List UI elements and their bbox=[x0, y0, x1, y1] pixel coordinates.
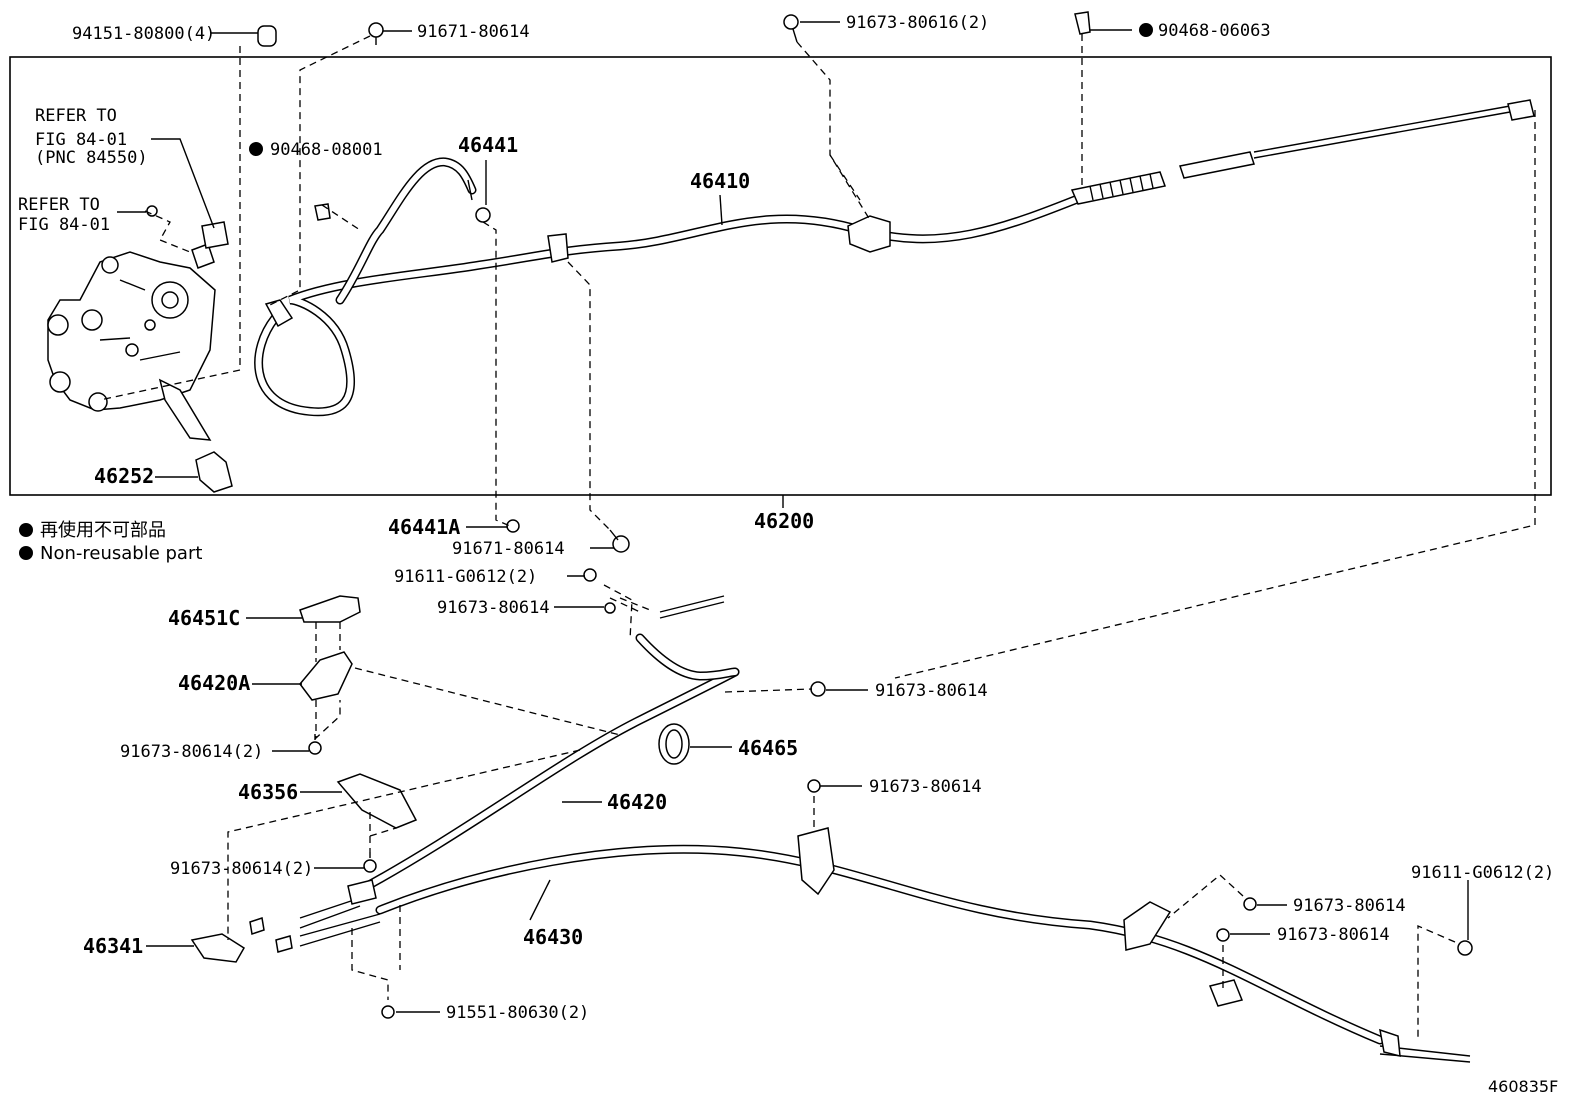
label-46451C: 46451C bbox=[168, 606, 240, 630]
refer-to-2b: FIG 84-01 bbox=[18, 215, 110, 235]
label-91611-right: 91611-G0612(2) bbox=[1411, 863, 1554, 883]
diagram-id: 460835F bbox=[1488, 1077, 1558, 1096]
label-94151: 94151-80800(4) bbox=[72, 24, 215, 44]
label-90468-08001: 90468-08001 bbox=[270, 140, 383, 160]
rear-cable-46430 bbox=[275, 844, 1471, 1063]
label-91673-c: 91673-80614 bbox=[869, 777, 982, 797]
label-91671-top: 91671-80614 bbox=[417, 22, 530, 42]
label-46420A: 46420A bbox=[178, 671, 250, 695]
bracket-46356 bbox=[336, 773, 418, 829]
label-46252: 46252 bbox=[94, 464, 154, 488]
bracket-46341 bbox=[190, 933, 246, 963]
fastener-icons bbox=[146, 11, 1473, 1019]
refer-to-1a: REFER TO bbox=[35, 106, 117, 126]
parking-brake-pedal bbox=[47, 221, 229, 441]
legend-dot bbox=[19, 546, 33, 560]
legend-ja: 再使用不可部品 bbox=[40, 520, 166, 541]
label-46356: 46356 bbox=[238, 780, 298, 804]
cable-clamp bbox=[347, 879, 377, 905]
rear-cable-46420 bbox=[249, 595, 740, 935]
label-91673-d: 91673-80614 bbox=[1293, 896, 1406, 916]
legend-dot bbox=[19, 523, 33, 537]
label-46420: 46420 bbox=[607, 790, 667, 814]
label-91611-top: 91611-G0612(2) bbox=[394, 567, 537, 587]
label-91673-2a: 91673-80614(2) bbox=[120, 742, 263, 762]
label-91673-2b: 91673-80614(2) bbox=[170, 859, 313, 879]
label-91673-80616: 91673-80616(2) bbox=[846, 13, 989, 33]
label-91673-e: 91673-80614 bbox=[1277, 925, 1390, 945]
label-91673-b: 91673-80614 bbox=[875, 681, 988, 701]
legend-en: Non-reusable part bbox=[40, 543, 202, 564]
label-46410: 46410 bbox=[690, 169, 750, 193]
assembly-46200-frame bbox=[9, 56, 1552, 496]
refer-to-2a: REFER TO bbox=[18, 195, 100, 215]
label-91671-mid: 91671-80614 bbox=[452, 539, 565, 559]
leader-lines bbox=[117, 21, 1469, 1013]
label-46430: 46430 bbox=[523, 925, 583, 949]
pedal-pad-46252 bbox=[195, 451, 233, 493]
cable-clip-rear bbox=[1208, 979, 1244, 1007]
non-reusable-dot bbox=[249, 142, 263, 156]
label-91673-a: 91673-80614 bbox=[437, 598, 550, 618]
label-46441: 46441 bbox=[458, 133, 518, 157]
label-46341: 46341 bbox=[83, 934, 143, 958]
bracket-46451C bbox=[299, 595, 361, 623]
label-90468-06063: 90468-06063 bbox=[1158, 21, 1271, 41]
cable-bracket-rear bbox=[1123, 901, 1172, 951]
guide-lines bbox=[99, 34, 1536, 1040]
front-cable-46410 bbox=[254, 99, 1535, 417]
non-reusable-dot bbox=[1139, 23, 1153, 37]
label-46441A: 46441A bbox=[388, 515, 460, 539]
refer-to-1b: FIG 84-01 bbox=[35, 130, 127, 150]
label-91551: 91551-80630(2) bbox=[446, 1003, 589, 1023]
label-46200: 46200 bbox=[754, 509, 814, 533]
refer-to-1c: (PNC 84550) bbox=[35, 148, 148, 168]
label-46465: 46465 bbox=[738, 736, 798, 760]
clamp-46420A bbox=[299, 651, 353, 701]
cable-bracket bbox=[797, 827, 835, 896]
